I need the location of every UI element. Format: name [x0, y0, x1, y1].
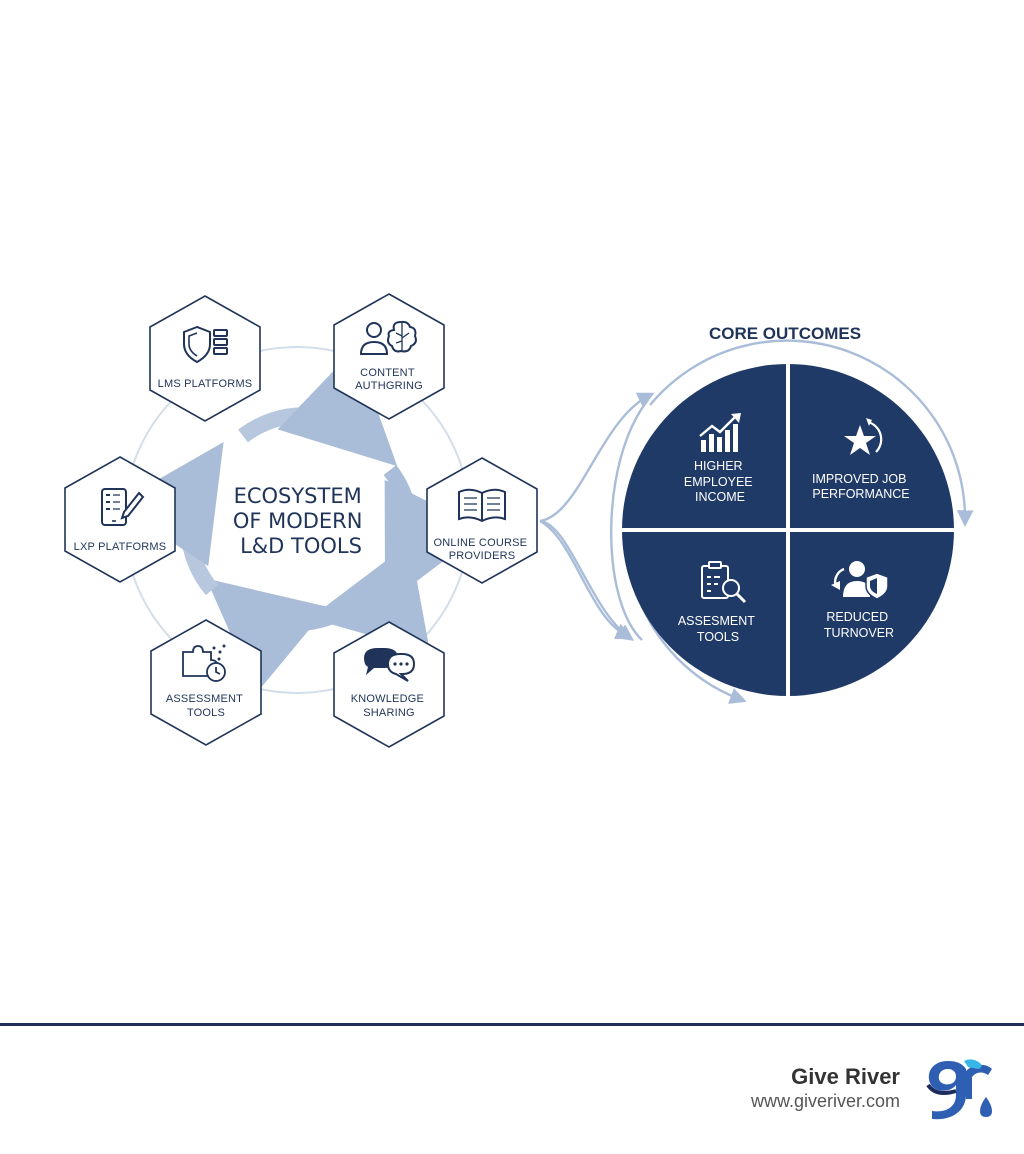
hex-label-content-authoring: CONTENT AUTHGRING: [355, 367, 423, 392]
connector-arrow-2: [539, 519, 635, 641]
hex-content-authoring: [333, 293, 445, 420]
shield-server-icon: [183, 325, 228, 364]
hex-label-knowledge-sharing: KNOWLEDGE SHARING: [351, 693, 428, 719]
open-book-icon: [458, 488, 506, 523]
hex-label-online-course-providers: ONLINE COURSE PROVIDERS: [434, 537, 531, 562]
person-brain-icon: [359, 320, 417, 355]
connector-arrow-3: [539, 519, 633, 640]
cycle-arrow-left: [114, 442, 224, 596]
hex-label-lms-platforms: LMS PLATFORMS: [158, 378, 253, 390]
connector-arrow-4: [610, 399, 649, 641]
tool-hexagons: [64, 293, 538, 748]
hex-assessment-tools: [150, 619, 262, 746]
outer-arc-top: [649, 339, 974, 528]
footer-divider: [0, 1023, 1024, 1026]
ecosystem-diagram: ECOSYSTEM OF MODERN L&D TOOLS: [64, 293, 974, 748]
hex-lxp-platforms: [64, 456, 176, 583]
outcome-label-assesment-tools: ASSESMENT TOOLS: [678, 614, 758, 644]
hex-knowledge-sharing: [333, 621, 445, 748]
outcome-label-improved-job-performance: IMPROVED JOB PERFORMANCE: [812, 472, 910, 501]
star-refresh-icon: [844, 418, 883, 455]
give-river-logo-icon: [926, 1059, 992, 1120]
outcome-label-reduced-turnover: REDUCED TURNOVER: [824, 610, 894, 640]
hex-label-assessment-tools: ASSESSMENT TOOLS: [166, 693, 246, 719]
clipboard-search-icon: [701, 561, 747, 604]
chat-bubbles-icon: [364, 648, 416, 682]
cycle-arrow-bottom-right: [309, 542, 431, 653]
cycle-arrow-bottom: [206, 578, 333, 694]
connector-arrow-1: [539, 392, 655, 523]
bar-chart-growth-icon: [699, 413, 741, 452]
hex-label-lxp-platforms: LXP PLATFORMS: [74, 541, 167, 553]
hex-lms-platforms: [149, 295, 261, 422]
person-shield-icon: [831, 561, 889, 600]
connector-arrows: [539, 392, 655, 641]
center-title-line-3: L&D TOOLS: [240, 534, 362, 558]
cycle-arrow-top: [238, 348, 398, 467]
center-title-line-1: ECOSYSTEM: [234, 484, 362, 508]
brand-name: Give River: [791, 1064, 900, 1089]
outcome-label-higher-employee-income: HIGHER EMPLOYEE INCOME: [684, 459, 756, 504]
core-outcomes-title: CORE OUTCOMES: [709, 324, 861, 343]
center-title: ECOSYSTEM OF MODERN L&D TOOLS: [233, 484, 369, 558]
outcomes-circle: [622, 364, 954, 696]
center-title-line-2: OF MODERN: [233, 509, 363, 533]
cycle-arrow-right: [383, 465, 485, 606]
cycle-arrows: [114, 348, 485, 694]
brand-block: Give River www.giveriver.com: [751, 1064, 900, 1112]
tablet-pen-icon: [101, 488, 145, 526]
puzzle-clock-icon: [182, 644, 226, 682]
brand-url[interactable]: www.giveriver.com: [750, 1091, 900, 1111]
